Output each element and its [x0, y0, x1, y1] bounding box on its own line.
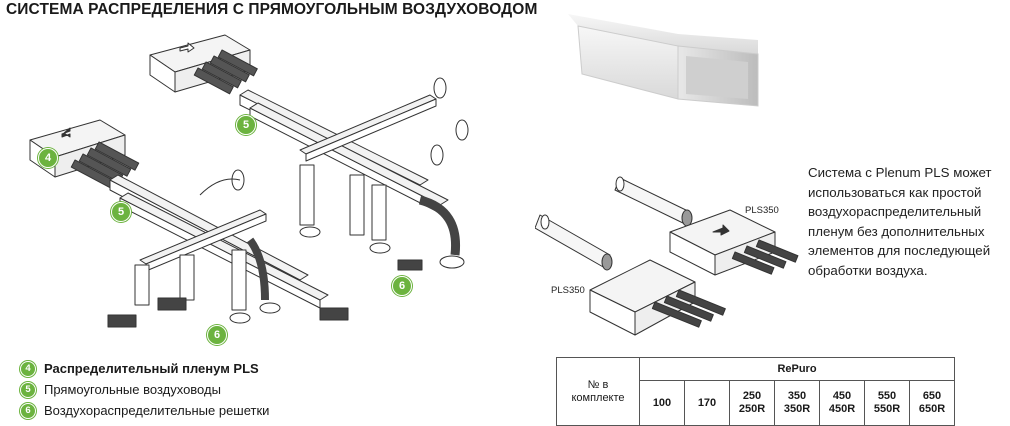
brand-header: RePuro — [639, 357, 955, 381]
legend: 4 Распределительный пленум PLS 5 Прямоуг… — [20, 358, 269, 421]
description-line: воздухораспределительный — [808, 204, 982, 220]
legend-badge: 4 — [20, 360, 36, 377]
diagram-badge-5-upper: 5 — [236, 115, 256, 135]
pls-plenum-illustration — [535, 176, 799, 336]
description-line: использоваться как простой — [808, 184, 982, 200]
pls-label-top: PLS350 — [745, 205, 779, 216]
legend-item: 4 Распределительный пленум PLS — [20, 358, 269, 379]
description-line: обработки воздуха. — [808, 262, 928, 278]
legend-item: 6 Воздухораспределительные решетки — [20, 400, 269, 421]
model-cell: 170 — [684, 380, 730, 426]
description-line: Система с Plenum PLS может — [808, 165, 992, 180]
page-title: СИСТЕМА РАСПРЕДЕЛЕНИЯ С ПРЯМОУГОЛЬНЫМ ВО… — [6, 1, 538, 18]
diagram-badge-5-lower: 5 — [111, 202, 131, 222]
duct-system-illustration — [29, 34, 469, 328]
rectangular-duct-image — [568, 14, 759, 107]
description-line: элементов для последующей — [808, 243, 991, 259]
legend-badge: 6 — [20, 402, 36, 419]
diagram-badge-6-lower: 6 — [207, 325, 227, 345]
pls-label-left: PLS350 — [551, 285, 585, 296]
legend-badge: 5 — [20, 381, 36, 398]
legend-label: Воздухораспределительные решетки — [44, 403, 270, 418]
legend-label: Распределительный пленум PLS — [44, 361, 259, 376]
model-cell: 100 — [639, 380, 685, 426]
diagram-badge-6-right: 6 — [392, 276, 412, 296]
legend-item: 5 Прямоугольные воздуховоды — [20, 379, 269, 400]
row-header: № в комплекте — [556, 357, 640, 426]
system-description: Система с Plenum PLS может использоватьс… — [808, 163, 1008, 281]
legend-label: Прямоугольные воздуховоды — [44, 382, 221, 397]
description-line: пленум без дополнительных — [808, 223, 985, 239]
diagram-badge-4: 4 — [38, 148, 58, 168]
